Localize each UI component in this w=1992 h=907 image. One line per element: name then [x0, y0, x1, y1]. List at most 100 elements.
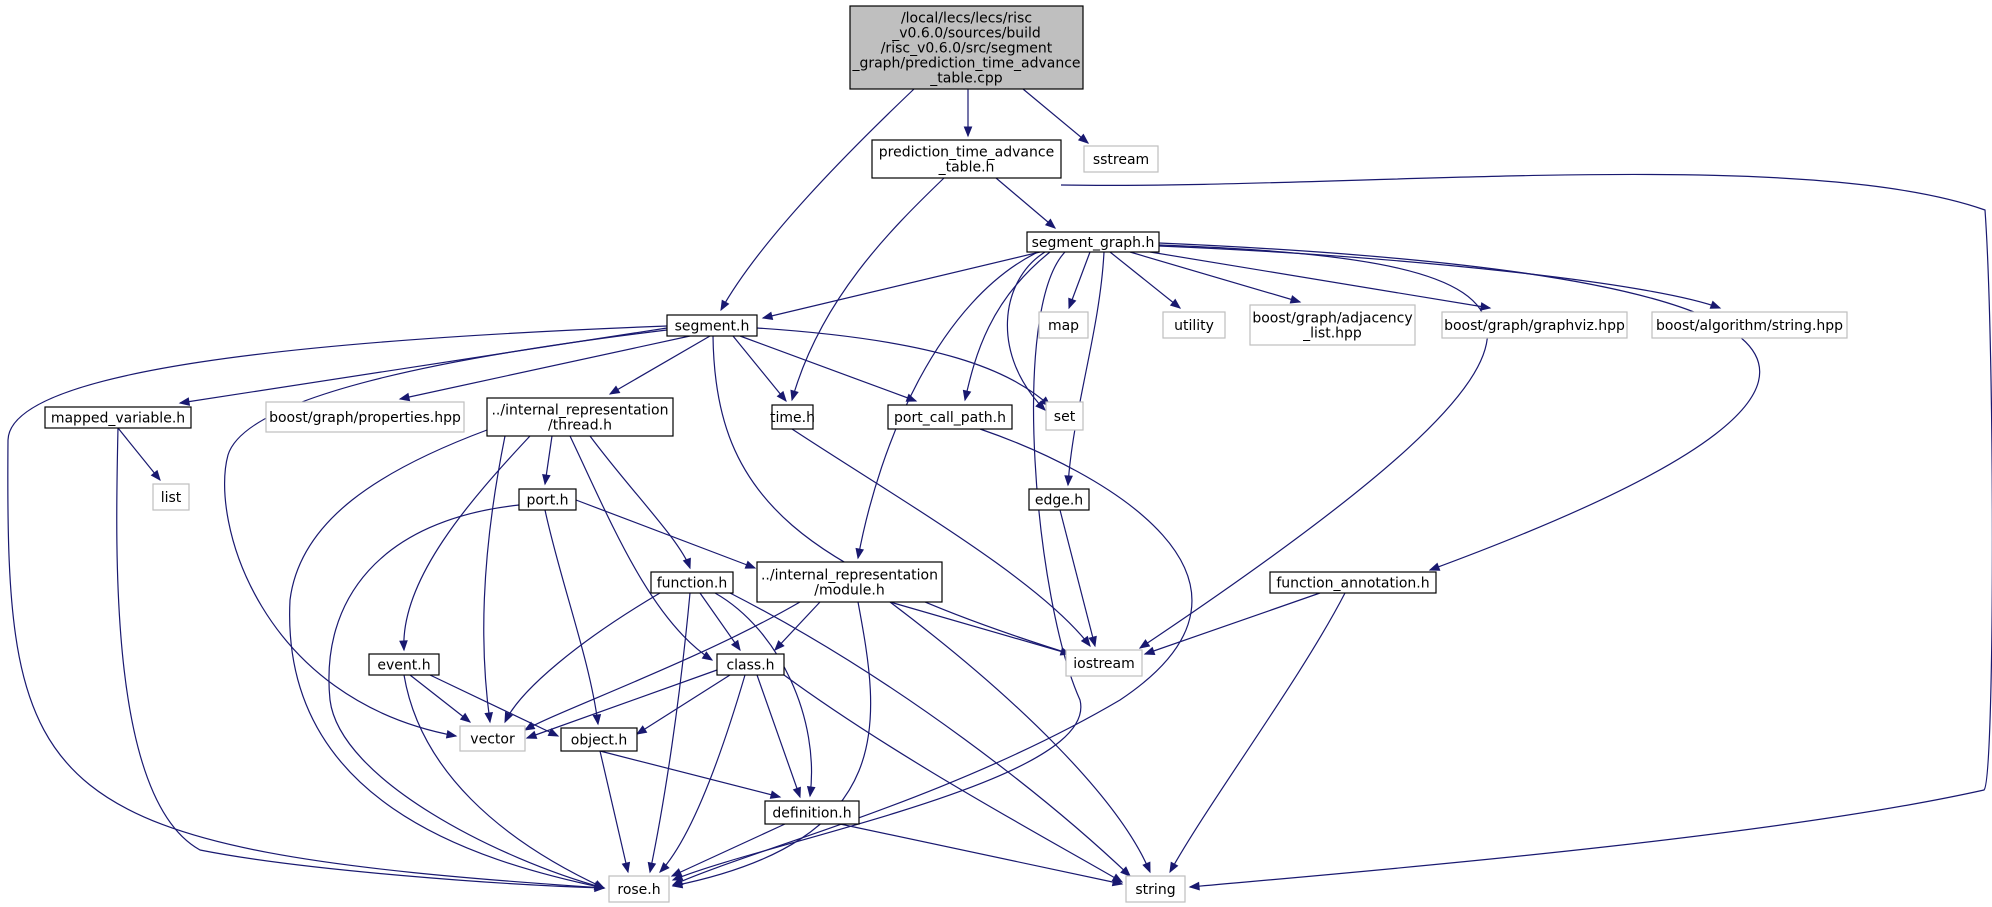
- edge-arrowhead: [1080, 635, 1091, 648]
- edge-arrowhead: [1044, 218, 1057, 229]
- edge-module_h-to-class_h: [774, 601, 821, 651]
- edge-arrowhead: [1143, 646, 1156, 655]
- edge-line: [672, 251, 1082, 881]
- node-label: /module.h: [814, 583, 885, 599]
- edge-ptat_h-to-segment_graph_h: [995, 177, 1057, 229]
- node-label: _list.hpp: [1302, 326, 1362, 342]
- edge-arrowhead: [504, 711, 513, 724]
- edge-line: [791, 428, 1091, 647]
- edge-segment_graph_h-to-port_call_path_h: [962, 251, 1051, 402]
- edge-line: [1144, 592, 1321, 655]
- edge-line: [712, 335, 1081, 658]
- edge-segment_graph_h-to-segment_h: [761, 251, 1041, 321]
- edge-arrowhead: [962, 389, 972, 402]
- edge-line: [429, 674, 559, 737]
- edge-thread_h-to-vector: [483, 435, 506, 724]
- node-box: [459, 725, 526, 752]
- node-box: [44, 406, 192, 429]
- edge-segment_h-to-thread_h: [608, 335, 711, 395]
- edge-segment_graph_h-to-edge_h: [1064, 251, 1105, 487]
- node-ptat-h[interactable]: prediction_time_advance_table.h: [871, 139, 1062, 179]
- edge-arrowhead: [905, 393, 918, 402]
- node-box: [1038, 311, 1089, 339]
- edge-line: [1109, 251, 1181, 309]
- edge-arrowhead: [1077, 133, 1090, 144]
- edge-ptat_h-to-time_h: [790, 177, 945, 402]
- edge-segment_h-to-properties: [398, 335, 691, 402]
- edge-arrowhead: [542, 473, 551, 486]
- node-rose-h: rose.h: [608, 875, 670, 903]
- edge-arrowhead: [682, 557, 691, 570]
- node-object-h[interactable]: object.h: [560, 727, 638, 752]
- edge-segment_h-to-time_h: [732, 335, 787, 403]
- edge-line: [504, 592, 661, 723]
- node-label: function.h: [657, 576, 728, 592]
- edge-arrowhead: [1169, 861, 1179, 874]
- node-box: [1083, 145, 1159, 173]
- edge-arrowhead: [1428, 562, 1441, 571]
- node-port-h[interactable]: port.h: [518, 488, 577, 511]
- node-box: [1269, 571, 1437, 594]
- edge-time_h-to-iostream: [791, 428, 1091, 648]
- edge-arrowhead: [790, 389, 799, 402]
- edge-arrowhead: [1064, 475, 1073, 487]
- node-edge-h[interactable]: edge.h: [1028, 488, 1090, 511]
- node-label: edge.h: [1035, 493, 1083, 509]
- node-root[interactable]: /local/lecs/lecs/risc_v0.6.0/sources/bui…: [849, 5, 1084, 90]
- node-label: definition.h: [772, 806, 851, 822]
- node-segment-graph-h[interactable]: segment_graph.h: [1026, 231, 1160, 253]
- node-label: set: [1054, 409, 1076, 425]
- edge-arrowhead: [647, 861, 657, 874]
- node-mapped-variable-h[interactable]: mapped_variable.h: [44, 406, 192, 429]
- node-box: [486, 397, 674, 437]
- edge-root-to-ptat_h: [963, 89, 973, 138]
- edge-class_h-to-rose_h: [659, 674, 746, 873]
- node-box: [887, 404, 1013, 430]
- edge-arrowhead: [744, 560, 757, 569]
- node-box: [1651, 311, 1848, 339]
- node-box: [849, 5, 1084, 90]
- edge-line: [729, 592, 1131, 877]
- edge-line: [659, 674, 746, 873]
- node-function-h[interactable]: function.h: [650, 571, 734, 594]
- edge-port_h-to-rose_h: [328, 504, 606, 890]
- edge-module_h-to-vector: [523, 601, 801, 731]
- edge-arrowhead: [621, 861, 631, 874]
- edge-function_h-to-string: [729, 592, 1131, 877]
- node-class-h[interactable]: class.h: [716, 653, 785, 676]
- edge-line: [569, 435, 713, 661]
- edge-arrowhead: [445, 730, 458, 739]
- edge-line: [756, 674, 801, 798]
- node-thread-h[interactable]: ../internal_representation/thread.h: [486, 397, 674, 437]
- edge-line: [409, 674, 471, 723]
- node-label: segment_graph.h: [1032, 235, 1155, 251]
- edge-arrowhead: [701, 651, 714, 661]
- node-vector: vector: [459, 725, 526, 752]
- edge-line: [964, 251, 1051, 401]
- edge-thread_h-to-class_h: [569, 435, 714, 661]
- node-event-h[interactable]: event.h: [368, 653, 440, 676]
- edge-arrowhead: [720, 299, 730, 312]
- edge-arrowhead: [178, 397, 191, 406]
- node-box: [1162, 311, 1226, 339]
- edge-arrowhead: [635, 725, 648, 735]
- node-label: time.h: [770, 410, 815, 426]
- node-function-annotation-h[interactable]: function_annotation.h: [1269, 571, 1437, 594]
- node-label: ../internal_representation: [761, 568, 938, 584]
- edge-arrowhead: [525, 730, 538, 739]
- edge-line: [1158, 245, 1721, 309]
- node-time-h[interactable]: time.h: [770, 404, 815, 430]
- edge-arrowhead: [670, 868, 683, 877]
- edge-root-to-segment_h: [720, 88, 915, 312]
- edge-line: [1022, 88, 1089, 144]
- edge-line: [839, 823, 1123, 885]
- node-properties: boost/graph/properties.hpp: [265, 401, 465, 433]
- edge-class_h-to-vector: [525, 669, 718, 739]
- node-module-h[interactable]: ../internal_representation/module.h: [756, 561, 943, 603]
- node-definition-h[interactable]: definition.h: [764, 800, 860, 825]
- node-box: [716, 653, 785, 676]
- node-port-call-path-h[interactable]: port_call_path.h: [887, 404, 1013, 430]
- node-box: [560, 727, 638, 752]
- node-segment-h[interactable]: segment.h: [666, 314, 758, 337]
- edge-segment_graph_h-to-function_annotation_h: [1158, 242, 1761, 571]
